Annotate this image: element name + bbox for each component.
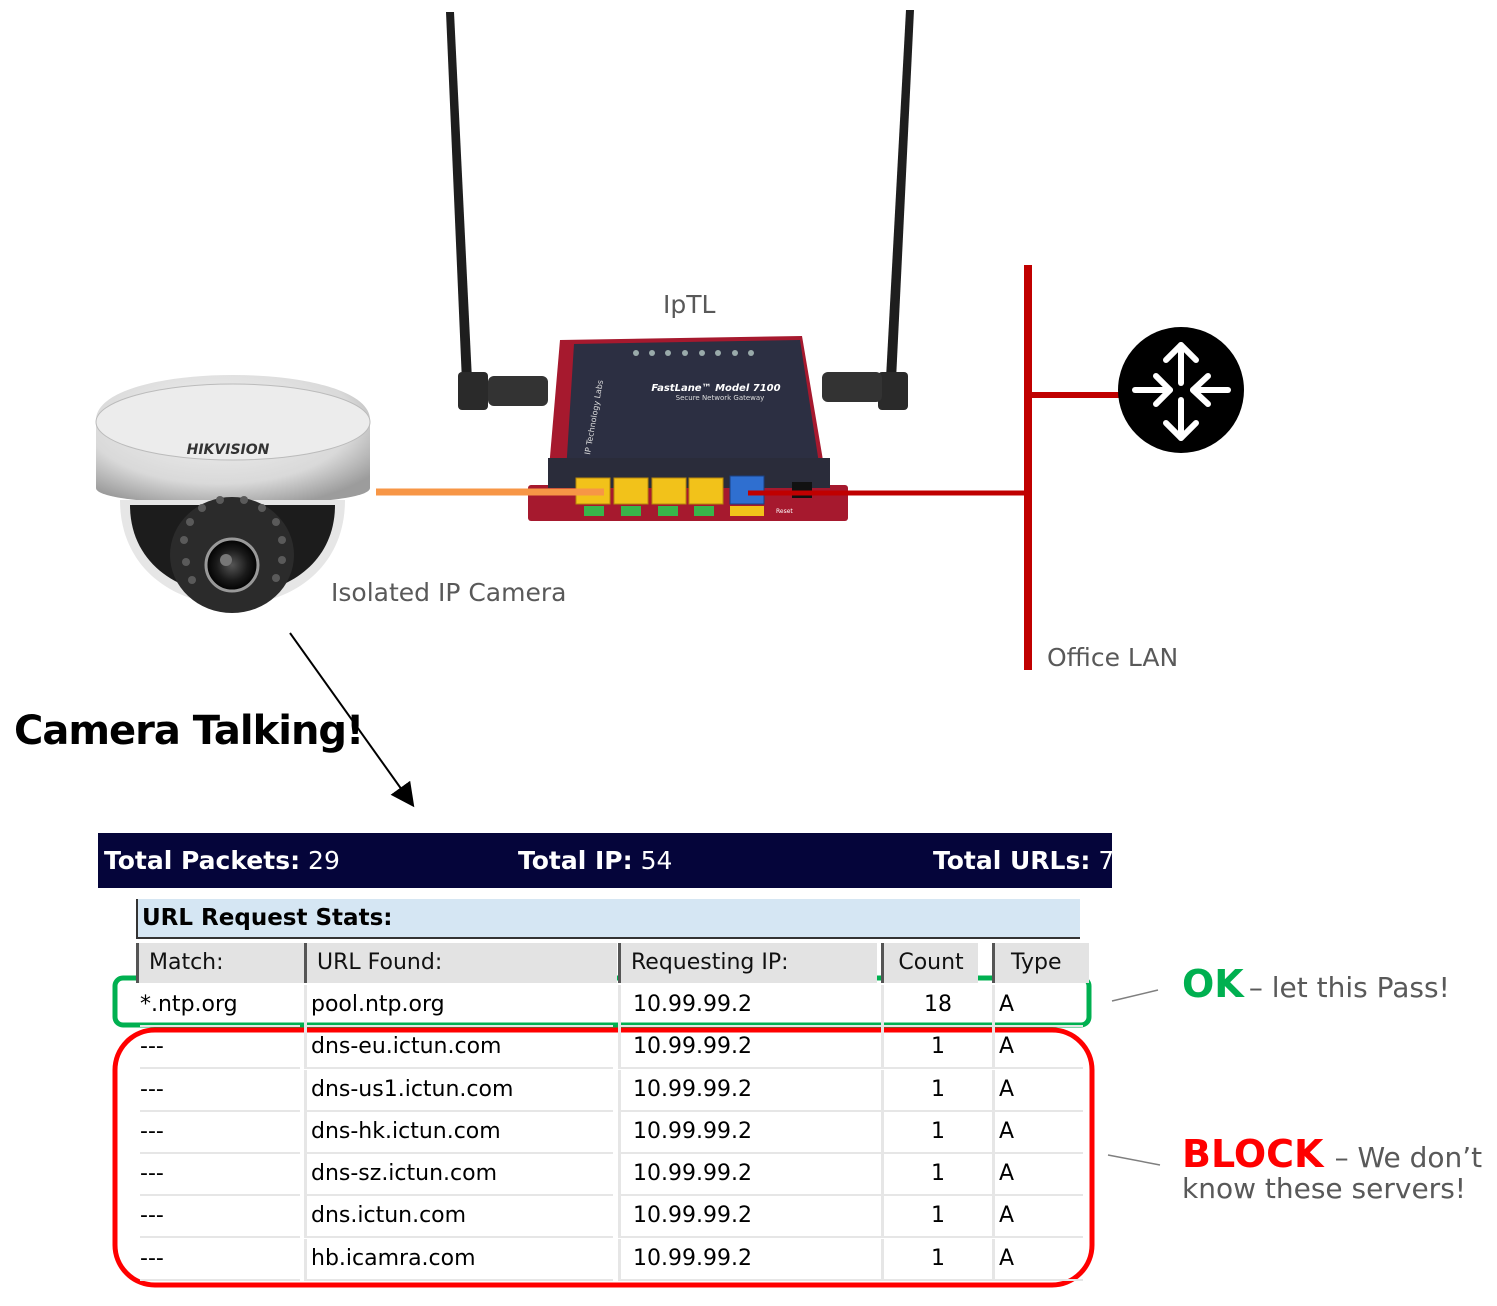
cell-url: hb.icamra.com: [304, 1239, 613, 1281]
ok-annotation: OK – let this Pass!: [1182, 962, 1450, 1006]
cell-match: ---: [140, 1070, 300, 1112]
table-row: --- dns-eu.ictun.com 10.99.99.2 1 A: [136, 1027, 1083, 1069]
cell-type: A: [992, 1027, 1083, 1069]
table-row: --- dns-sz.ictun.com 10.99.99.2 1 A: [136, 1154, 1083, 1196]
cell-url: dns.ictun.com: [304, 1196, 613, 1238]
cell-url: dns-eu.ictun.com: [304, 1027, 613, 1069]
table-row: --- dns.ictun.com 10.99.99.2 1 A: [136, 1196, 1083, 1238]
router-antenna-right: [822, 10, 914, 410]
cell-count: 1: [881, 1070, 992, 1112]
cell-ip: 10.99.99.2: [618, 985, 883, 1027]
router-sub-text: Secure Network Gateway: [676, 394, 765, 402]
table-header-row: Match: URL Found: Requesting IP: Count T…: [136, 943, 1089, 983]
totals-bar: Total Packets: 29 Total IP: 54 Total URL…: [98, 833, 1115, 888]
block-annotation: BLOCK – We don’t: [1182, 1132, 1482, 1176]
cell-count: 1: [881, 1239, 992, 1281]
header-match: Match:: [136, 943, 312, 983]
cell-ip: 10.99.99.2: [618, 1027, 883, 1069]
block-text-line2: know these servers!: [1182, 1172, 1467, 1205]
total-packets: Total Packets: 29: [104, 846, 340, 875]
cell-url: dns-hk.ictun.com: [304, 1112, 613, 1154]
header-type: Type: [992, 943, 1089, 983]
table-row: --- dns-us1.ictun.com 10.99.99.2 1 A: [136, 1070, 1083, 1112]
cell-count: 1: [881, 1154, 992, 1196]
ok-word: OK: [1182, 962, 1244, 1006]
cell-ip: 10.99.99.2: [618, 1154, 883, 1196]
router-label: IpTL: [663, 290, 716, 319]
router-lan-ports: [575, 477, 724, 516]
camera-lens: [204, 537, 260, 593]
cell-match: ---: [140, 1239, 300, 1281]
cell-ip: 10.99.99.2: [618, 1070, 883, 1112]
router-model-text: FastLane™ Model 7100: [651, 383, 780, 394]
cell-count: 18: [881, 985, 992, 1027]
header-requesting-ip: Requesting IP:: [618, 943, 877, 983]
cell-url: pool.ntp.org: [304, 985, 613, 1027]
cell-match: ---: [140, 1112, 300, 1154]
office-lan-label: Office LAN: [1047, 643, 1179, 672]
cell-type: A: [992, 1070, 1083, 1112]
header-url-found: URL Found:: [304, 943, 617, 983]
table-row: *.ntp.org pool.ntp.org 10.99.99.2 18 A: [136, 985, 1083, 1027]
cell-match: *.ntp.org: [140, 985, 300, 1027]
total-urls: Total URLs: 7: [933, 846, 1115, 875]
camera-brand-text: HIKVISION: [187, 442, 270, 458]
total-ip: Total IP: 54: [518, 846, 673, 875]
block-highlight-box: [112, 1027, 1095, 1288]
camera-talking-heading: Camera Talking!: [14, 708, 364, 754]
block-text: – We don’t: [1334, 1141, 1483, 1174]
cell-type: A: [992, 1196, 1083, 1238]
table-row: --- dns-hk.ictun.com 10.99.99.2 1 A: [136, 1112, 1083, 1154]
camera-label: Isolated IP Camera: [331, 578, 567, 607]
camera-ir-leds: [180, 496, 286, 584]
table-row: --- hb.icamra.com 10.99.99.2 1 A: [136, 1239, 1083, 1281]
block-connector-line: [1107, 1154, 1161, 1166]
router-antenna-left: [446, 12, 548, 410]
cell-match: ---: [140, 1154, 300, 1196]
cell-type: A: [992, 1112, 1083, 1154]
network-router-icon: [1118, 327, 1244, 453]
cell-url: dns-us1.ictun.com: [304, 1070, 613, 1112]
block-word: BLOCK: [1182, 1132, 1324, 1176]
cell-match: ---: [140, 1027, 300, 1069]
ip-camera: HIKVISION: [95, 375, 371, 613]
cell-match: ---: [140, 1196, 300, 1238]
cell-count: 1: [881, 1112, 992, 1154]
cell-url: dns-sz.ictun.com: [304, 1154, 613, 1196]
cell-count: 1: [881, 1196, 992, 1238]
cell-type: A: [992, 1239, 1083, 1281]
router-wan-port: [729, 475, 765, 516]
url-stats-caption: URL Request Stats:: [136, 899, 1080, 939]
header-count: Count: [881, 943, 978, 983]
cell-count: 1: [881, 1027, 992, 1069]
router-device: FastLane™ Model 7100 Secure Network Gate…: [528, 336, 848, 521]
ok-text: – let this Pass!: [1248, 971, 1450, 1004]
cell-ip: 10.99.99.2: [618, 1196, 883, 1238]
cell-type: A: [992, 985, 1083, 1027]
cell-ip: 10.99.99.2: [618, 1239, 883, 1281]
ok-connector-line: [1111, 989, 1159, 1002]
router-leds: [633, 350, 754, 356]
router-reset-text: Reset: [776, 508, 793, 515]
cell-type: A: [992, 1154, 1083, 1196]
cell-ip: 10.99.99.2: [618, 1112, 883, 1154]
camera-to-stats-arrow: [289, 632, 415, 808]
